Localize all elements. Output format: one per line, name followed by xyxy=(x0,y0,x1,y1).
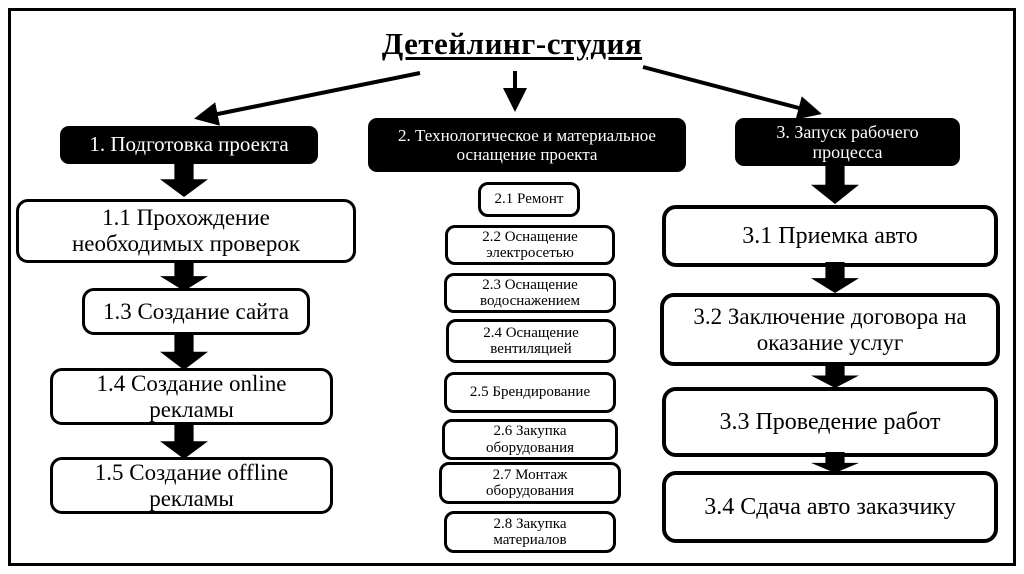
branch1-header: 1. Подготовка проекта xyxy=(60,126,318,164)
node-2-6: 2.6 Закупка оборудования xyxy=(442,419,618,460)
node-1-5: 1.5 Создание offline рекламы xyxy=(50,457,333,514)
node-2-5: 2.5 Брендирование xyxy=(444,372,616,413)
node-3-2: 3.2 Заключение договора на оказание услу… xyxy=(660,293,1000,366)
node-1-3: 1.3 Создание сайта xyxy=(82,288,310,335)
node-3-4: 3.4 Сдача авто заказчику xyxy=(662,471,998,543)
branch2-header: 2. Технологическое и материальное оснаще… xyxy=(368,118,686,172)
node-3-3: 3.3 Проведение работ xyxy=(662,387,998,457)
node-2-2: 2.2 Оснащение электросетью xyxy=(445,225,615,265)
branch3-header: 3. Запуск рабочего процесса xyxy=(735,118,960,166)
node-2-8: 2.8 Закупка материалов xyxy=(444,511,616,553)
node-1-4: 1.4 Создание online рекламы xyxy=(50,368,333,425)
node-2-3: 2.3 Оснащение водоснажением xyxy=(444,273,616,313)
node-2-4: 2.4 Оснащение вентиляцией xyxy=(446,319,616,363)
diagram-title: Детейлинг-студия xyxy=(381,26,643,61)
node-3-1: 3.1 Приемка авто xyxy=(662,205,998,267)
node-2-7: 2.7 Монтаж оборудования xyxy=(439,462,621,504)
node-1-1: 1.1 Прохождение необходимых проверок xyxy=(16,199,356,263)
node-2-1: 2.1 Ремонт xyxy=(478,182,580,217)
